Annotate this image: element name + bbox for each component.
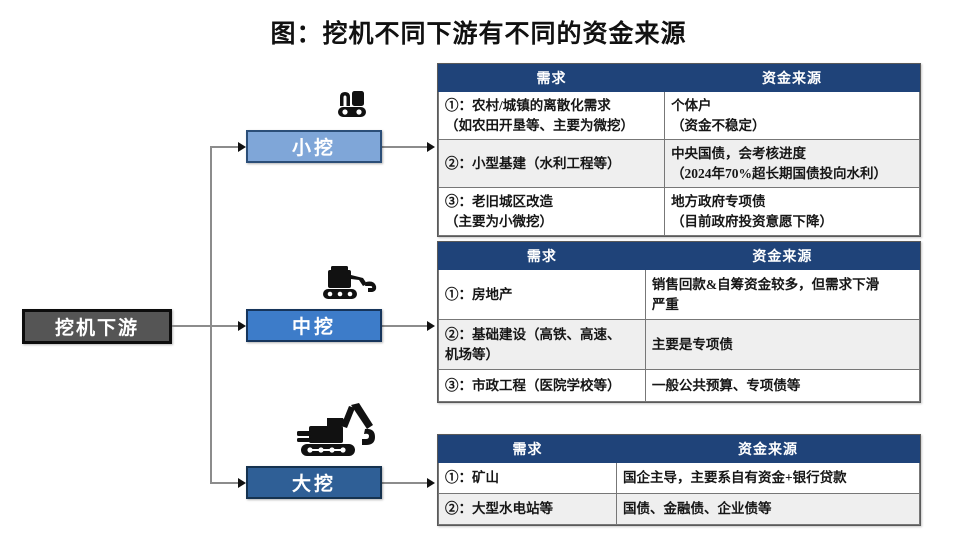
branch-node-medium-label: 中挖 <box>291 317 336 338</box>
table-row: ②：大型水电站等 国债、金融债、企业债等 <box>438 493 921 525</box>
branch-node-medium-excavator[interactable]: 中挖 <box>246 309 382 342</box>
cell-line: ①：农村/城镇的离散化需求 <box>445 98 611 113</box>
cell-line: 主要是专项债 <box>651 336 733 352</box>
table-row: ②：基础建设（高铁、高速、 机场等） 主要是专项债 <box>438 319 921 370</box>
cell-line: 国企主导，主要系自有资金+银行贷款 <box>622 470 847 486</box>
medium-excavator-icon <box>318 264 384 311</box>
arrow-to-small-node <box>238 142 246 152</box>
table-header-row: 需求 资金来源 <box>438 242 921 270</box>
arrow-to-large-node <box>238 478 246 488</box>
cell-funding: 地方政府专项债 （目前政府投资意愿下降） <box>664 187 920 237</box>
large-excavator-icon <box>289 398 383 467</box>
cell-line: 严重 <box>651 296 679 312</box>
cell-funding: 国债、金融债、企业债等 <box>615 493 921 525</box>
cell-demand: ②：基础建设（高铁、高速、 机场等） <box>438 319 646 370</box>
cell-line: 国债、金融债、企业债等 <box>622 501 772 517</box>
cell-line: ①：矿山 <box>445 470 499 486</box>
connector-root-to-trunk <box>172 325 212 327</box>
cell-funding: 个体户 （资金不稳定） <box>664 90 920 141</box>
cell-line: 一般公共预算、专项债等 <box>651 377 801 393</box>
table-header-row: 需求 资金来源 <box>437 64 920 92</box>
connector-trunk-to-medium <box>210 325 240 327</box>
cell-funding: 中央国债，会考核进度 （2024年70%超长期国债投向水利） <box>664 139 920 189</box>
branch-node-large-excavator[interactable]: 大挖 <box>246 466 382 499</box>
table-header-row: 需求 资金来源 <box>438 435 921 463</box>
cell-line: 中央国债，会考核进度 <box>671 146 807 162</box>
cell-demand: ②：大型水电站等 <box>438 493 617 525</box>
table-row: ①：房地产 销售回款&自筹资金较多，但需求下滑 严重 <box>438 269 921 320</box>
column-header-demand: 需求 <box>437 64 666 92</box>
connector-medium-to-table <box>382 325 429 327</box>
root-node-label: 挖机下游 <box>54 318 139 339</box>
column-header-funding: 资金来源 <box>664 64 920 92</box>
cell-line: ②：基础建设（高铁、高速、 <box>445 326 621 342</box>
cell-line: 个体户 <box>671 98 712 113</box>
arrow-to-medium-node <box>238 321 246 331</box>
cell-funding: 主要是专项债 <box>644 319 921 370</box>
root-node-excavator-downstream[interactable]: 挖机下游 <box>22 309 172 344</box>
cell-line: ②：大型水电站等 <box>445 501 553 517</box>
connector-trunk-vertical <box>210 146 212 483</box>
table-row: ②：小型基建（水利工程等） 中央国债，会考核进度 （2024年70%超长期国债投… <box>437 139 920 189</box>
cell-line: （如农田开垦等、主要为微挖） <box>445 117 634 133</box>
branch-node-large-label: 大挖 <box>291 474 336 495</box>
funding-table-large: 需求 资金来源 ①：矿山 国企主导，主要系自有资金+银行贷款 ②：大型水电站等 … <box>437 434 921 526</box>
small-excavator-icon <box>333 88 375 129</box>
cell-funding: 销售回款&自筹资金较多，但需求下滑 严重 <box>644 269 921 320</box>
cell-line: （2024年70%超长期国债投向水利） <box>671 165 888 181</box>
column-header-demand: 需求 <box>438 242 646 270</box>
cell-line: （目前政府投资意愿下降） <box>671 213 834 229</box>
cell-line: （资金不稳定） <box>671 117 766 133</box>
cell-demand: ①：矿山 <box>438 462 617 494</box>
branch-node-small-excavator[interactable]: 小挖 <box>246 130 382 163</box>
cell-demand: ①：房地产 <box>438 269 646 320</box>
table-row: ①：农村/城镇的离散化需求 （如农田开垦等、主要为微挖） 个体户 （资金不稳定） <box>437 90 920 141</box>
cell-demand: ③：市政工程（医院学校等） <box>438 369 646 402</box>
branch-node-small-label: 小挖 <box>291 138 336 159</box>
cell-line: ③：市政工程（医院学校等） <box>445 377 621 393</box>
funding-table-medium: 需求 资金来源 ①：房地产 销售回款&自筹资金较多，但需求下滑 严重 ②：基础建… <box>437 241 921 403</box>
arrow-to-small-table <box>427 142 435 152</box>
table-row: ③：市政工程（医院学校等） 一般公共预算、专项债等 <box>438 369 921 402</box>
connector-trunk-to-small <box>210 146 240 148</box>
cell-line: 地方政府专项债 <box>671 194 766 210</box>
table-row: ③：老旧城区改造 （主要为小微挖） 地方政府专项债 （目前政府投资意愿下降） <box>437 187 920 237</box>
cell-demand: ①：农村/城镇的离散化需求 （如农田开垦等、主要为微挖） <box>437 90 666 141</box>
column-header-funding: 资金来源 <box>615 435 921 463</box>
cell-funding: 一般公共预算、专项债等 <box>644 369 921 402</box>
table-row: ①：矿山 国企主导，主要系自有资金+银行贷款 <box>438 462 921 494</box>
funding-table-small: 需求 资金来源 ①：农村/城镇的离散化需求 （如农田开垦等、主要为微挖） 个体户… <box>437 63 921 238</box>
cell-line: （主要为小微挖） <box>445 213 553 229</box>
connector-small-to-table <box>382 146 429 148</box>
cell-demand: ②：小型基建（水利工程等） <box>437 139 666 189</box>
arrow-to-medium-table <box>427 321 435 331</box>
cell-funding: 国企主导，主要系自有资金+银行贷款 <box>615 462 921 494</box>
page-title: 图：挖机不同下游有不同的资金来源 <box>270 21 687 48</box>
connector-large-to-table <box>382 482 429 484</box>
column-header-demand: 需求 <box>438 435 617 463</box>
connector-trunk-to-large <box>210 482 240 484</box>
column-header-funding: 资金来源 <box>644 242 921 270</box>
cell-line: 机场等） <box>445 346 499 362</box>
cell-line: ①：房地产 <box>445 286 513 302</box>
cell-line: ③：老旧城区改造 <box>445 194 553 210</box>
cell-line: 销售回款&自筹资金较多，但需求下滑 <box>651 276 880 292</box>
cell-line: ②：小型基建（水利工程等） <box>445 155 621 171</box>
cell-demand: ③：老旧城区改造 （主要为小微挖） <box>437 187 666 237</box>
arrow-to-large-table <box>427 478 435 488</box>
